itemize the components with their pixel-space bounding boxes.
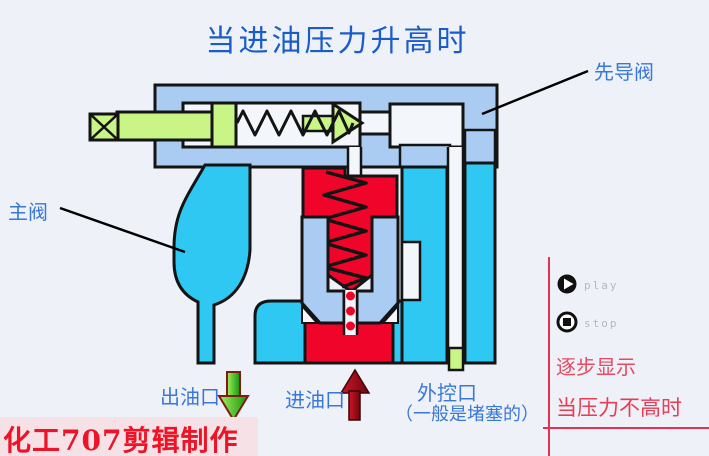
red-divider-horizontal (543, 427, 709, 429)
page-title: 当进油压力升高时 (205, 24, 470, 59)
note-step-display: 逐步显示 (556, 355, 636, 379)
green-down-arrow-icon (217, 371, 250, 422)
red-dot (346, 321, 355, 331)
seat-gap-left (301, 303, 320, 324)
red-divider-vertical (548, 257, 550, 456)
outlet-channel-oil (172, 163, 252, 365)
note-low-pressure-state: 当压力不高时 (556, 396, 682, 420)
pilot-valve-pointer-line (481, 69, 589, 116)
label-main-valve: 主阀 (8, 200, 48, 224)
seat-gap-right (380, 303, 399, 324)
play-icon[interactable] (556, 273, 578, 295)
pilot-spring (235, 109, 355, 137)
main-valve-pointer-line (59, 206, 186, 254)
play-button-label[interactable]: play (584, 279, 619, 292)
red-dot (346, 306, 355, 316)
external-port-plug (447, 346, 465, 372)
watermark-text: 化工707剪辑制作 (3, 424, 239, 456)
label-pilot-valve: 先导阀 (594, 60, 654, 84)
column-notch (400, 240, 422, 302)
watermark-badge: 化工707剪辑制作 (0, 417, 258, 456)
label-inlet-port: 进油口 (285, 388, 345, 412)
red-dot (346, 291, 355, 301)
dark-red-up-arrow-icon (339, 368, 371, 421)
external-control-channel (448, 147, 463, 349)
stop-icon[interactable] (556, 311, 578, 333)
spring-seat-block (210, 101, 238, 149)
label-external-port: 外控口 (417, 381, 477, 405)
adjusting-screw-rod (115, 110, 216, 142)
pilot-feed-passage (348, 147, 361, 177)
main-spring (322, 170, 368, 289)
label-external-port-note: （一般是堵塞的） (395, 404, 539, 425)
label-outlet-port: 出油口 (160, 385, 220, 409)
body-cap-right (463, 128, 497, 165)
oil-column-right (463, 161, 497, 365)
stop-button-label[interactable]: stop (584, 317, 619, 330)
seat-block-left (253, 299, 307, 365)
pilot-drain-chamber (388, 102, 465, 149)
body-cap-left (398, 143, 452, 169)
